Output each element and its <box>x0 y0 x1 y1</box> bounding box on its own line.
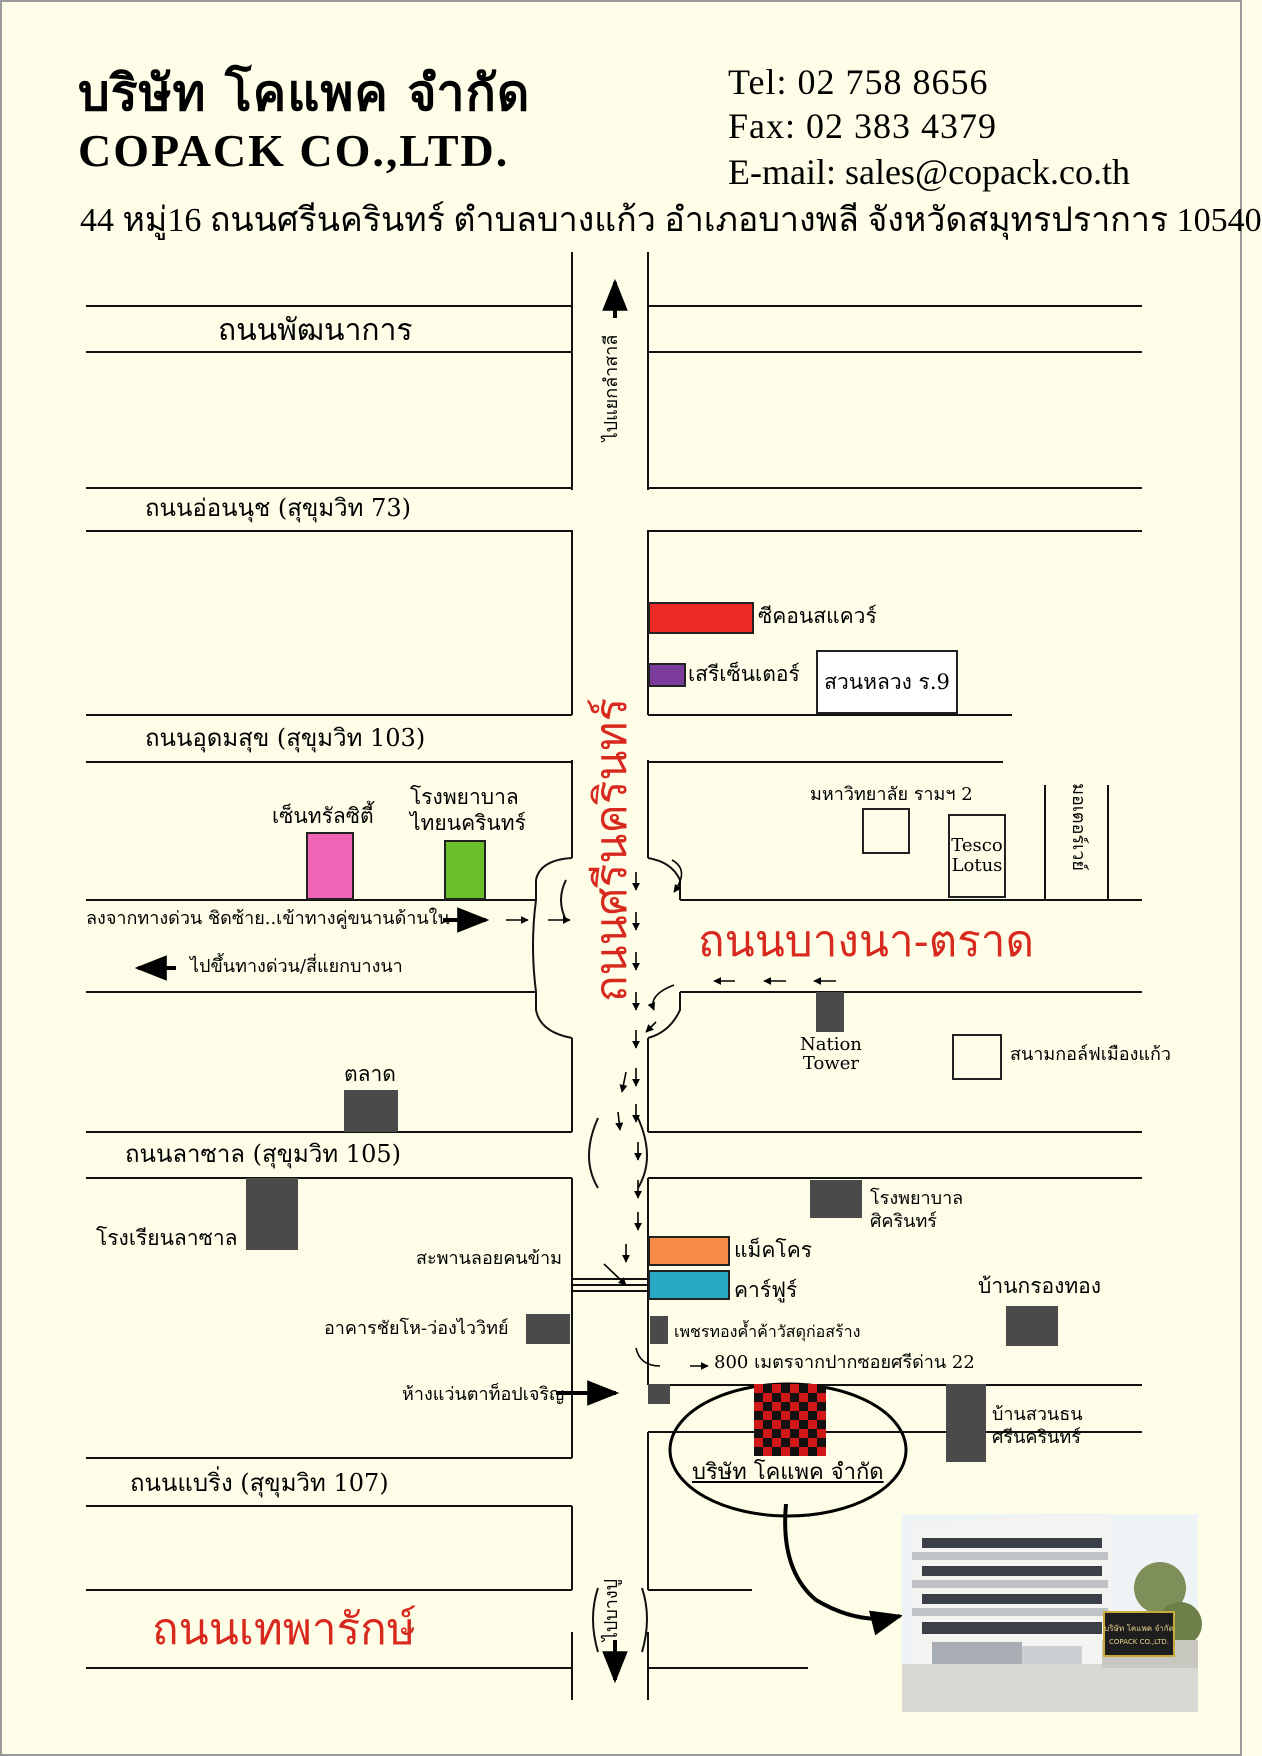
suan-luang-label: สวนหลวง ร.9 <box>824 669 950 694</box>
carrefour-marker <box>648 1270 730 1300</box>
ramkhamhaeng-university-label: มหาวิทยาลัย รามฯ 2 <box>810 784 973 805</box>
central-city-marker <box>306 832 354 900</box>
golf-course-label: สนามกอล์ฟเมืองแก้ว <box>1010 1044 1171 1065</box>
direction-to-bangpu: ไปบางปู <box>601 1578 622 1642</box>
direction-to-lamsali: ไปแยกลำสาลี <box>601 334 622 442</box>
to-expressway-note: ไปขึ้นทางด่วน/สี่แยกบางนา <box>190 956 403 977</box>
golf-course-marker <box>952 1034 1002 1080</box>
photo-sign-english: COPACK CO.,LTD. <box>1109 1638 1169 1646</box>
company-building-photo: บริษัท โคแพค จำกัด COPACK CO.,LTD. <box>902 1514 1202 1712</box>
central-city-label: เซ็นทรัลซิตี้ <box>272 804 374 828</box>
sikarin-hospital-label: โรงพยาบาล ศิครินทร์ <box>870 1188 964 1232</box>
makro-label: แม็คโคร <box>734 1238 813 1262</box>
fax-number: Fax: 02 383 4379 <box>728 106 998 146</box>
suan-luang-park: สวนหลวง ร.9 <box>816 650 958 714</box>
krungthong-village-marker <box>1006 1306 1058 1346</box>
distance-note: 800 เมตรจากปากซอยศรีด่าน 22 <box>714 1352 975 1373</box>
nation-tower-marker <box>816 992 844 1032</box>
road-label-bearing: ถนนแบริ่ง (สุขุมวิท 107) <box>130 1469 389 1497</box>
hardware-store-label: เพชรทองค้ำค้าวัสดุก่อสร้าง <box>674 1322 861 1341</box>
market-marker <box>344 1090 398 1132</box>
carrefour-label: คาร์ฟูร์ <box>734 1278 798 1302</box>
tesco-lotus-marker: Tesco Lotus <box>948 814 1006 898</box>
chaiho-building-marker <box>526 1314 570 1344</box>
seacon-square-label: ซีคอนสแควร์ <box>758 604 877 628</box>
lasalle-school-marker <box>246 1178 298 1250</box>
email-address: E-mail: sales@copack.co.th <box>728 152 1131 192</box>
building-illustration: บริษัท โคแพค จำกัด COPACK CO.,LTD. <box>902 1514 1202 1712</box>
company-name-english: COPACK CO.,LTD. <box>78 125 510 176</box>
thainakarin-hospital-label: โรงพยาบาล ไทยนครินทร์ <box>410 785 526 836</box>
footbridge-label: สะพานลอยคนข้าม <box>416 1248 562 1269</box>
ramkhamhaeng-university-marker <box>862 808 910 854</box>
road-label-onnut: ถนนอ่อนนุช (สุขุมวิท 73) <box>145 494 411 522</box>
seri-center-marker <box>648 663 686 687</box>
road-label-lasalle: ถนนลาซาล (สุขุมวิท 105) <box>125 1140 401 1168</box>
market-label: ตลาด <box>344 1062 396 1086</box>
road-label-udomsuk: ถนนอุดมสุข (สุขุมวิท 103) <box>145 724 426 752</box>
hardware-store-marker <box>650 1316 668 1344</box>
expressway-exit-note: ลงจากทางด่วน ชิดซ้าย..เข้าทางคู่ขนานด้าน… <box>86 908 450 929</box>
lasalle-school-label: โรงเรียนลาซาล <box>96 1226 238 1250</box>
nation-tower-label: Nation Tower <box>800 1034 862 1074</box>
suanthon-village-label: บ้านสวนธน ศรีนครินทร์ <box>992 1404 1083 1448</box>
optical-shop-label: ห้างแว่นตาท็อปเจริญ <box>402 1384 565 1405</box>
copack-location-marker <box>754 1384 826 1456</box>
suanthon-village-marker <box>946 1384 986 1462</box>
thainakarin-hospital-marker <box>444 840 486 900</box>
seacon-square-marker <box>648 602 754 634</box>
road-label-srinakarin: ถนนศรีนครินทร์ <box>586 697 637 1003</box>
optical-shop-marker <box>648 1384 670 1404</box>
copack-location-label: บริษัท โคแพค จำกัด <box>692 1460 884 1485</box>
company-address: 44 หมู่16 ถนนศรีนครินทร์ ตำบลบางแก้ว อำเ… <box>80 202 1262 239</box>
makro-marker <box>648 1236 730 1266</box>
krungthong-village-label: บ้านกรองทอง <box>978 1274 1102 1298</box>
photo-sign-thai: บริษัท โคแพค จำกัด <box>1104 1623 1174 1633</box>
road-label-pattanakarn: ถนนพัฒนาการ <box>218 313 413 348</box>
road-label-bangna-trad: ถนนบางนา-ตราด <box>698 916 1035 967</box>
sikarin-hospital-marker <box>810 1180 862 1218</box>
company-name-thai: บริษัท โคแพค จำกัด <box>78 64 531 122</box>
chaiho-building-label: อาคารชัยโห-ว่องไววิทย์ <box>324 1318 509 1339</box>
motorway-label: มอเตอร์เวย์ <box>1068 783 1089 871</box>
tesco-lotus-label: Tesco Lotus <box>951 835 1003 876</box>
seri-center-label: เสรีเซ็นเตอร์ <box>688 662 800 686</box>
road-label-theparak: ถนนเทพารักษ์ <box>152 1604 416 1655</box>
phone-number: Tel: 02 758 8656 <box>728 62 989 102</box>
